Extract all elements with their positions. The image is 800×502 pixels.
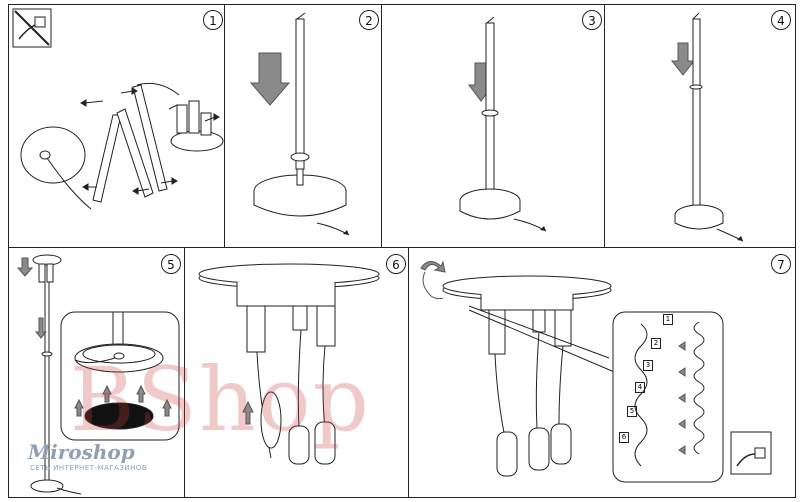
chain-label: 2 bbox=[651, 338, 661, 349]
chain-label: 4 bbox=[635, 382, 645, 393]
step-7-illustration bbox=[409, 248, 796, 498]
chain-label: 1 bbox=[663, 314, 673, 325]
chain-label: 5 bbox=[627, 406, 637, 417]
watermark: BShop bbox=[70, 348, 371, 451]
rotate-arrow-icon bbox=[421, 261, 445, 298]
step-3-panel: 3 bbox=[381, 4, 605, 248]
logo: Miroshop bbox=[28, 440, 135, 464]
plug-in-icon bbox=[731, 432, 771, 474]
unplug-warning-icon bbox=[13, 9, 51, 47]
step-number: 4 bbox=[771, 10, 791, 30]
chain-label: 6 bbox=[619, 432, 629, 443]
step-3-illustration bbox=[382, 5, 605, 248]
step-number: 6 bbox=[386, 254, 406, 274]
step-4-illustration bbox=[605, 5, 796, 248]
step-number: 3 bbox=[582, 10, 602, 30]
step-1-illustration bbox=[9, 5, 225, 248]
step-4-panel: 4 bbox=[604, 4, 796, 248]
step-7-panel: 1 2 3 4 5 6 7 bbox=[408, 247, 796, 498]
step-1-panel: 1 bbox=[8, 4, 225, 248]
step-number: 2 bbox=[359, 10, 379, 30]
step-2-panel: 2 bbox=[224, 4, 382, 248]
step-number: 7 bbox=[771, 254, 791, 274]
step-2-illustration bbox=[225, 5, 382, 248]
step-number: 1 bbox=[203, 10, 223, 30]
chain-label: 3 bbox=[643, 360, 653, 371]
step-number: 5 bbox=[161, 254, 181, 274]
logo-tagline: СЕТЬ ИНТЕРНЕТ-МАГАЗИНОВ bbox=[30, 464, 147, 472]
